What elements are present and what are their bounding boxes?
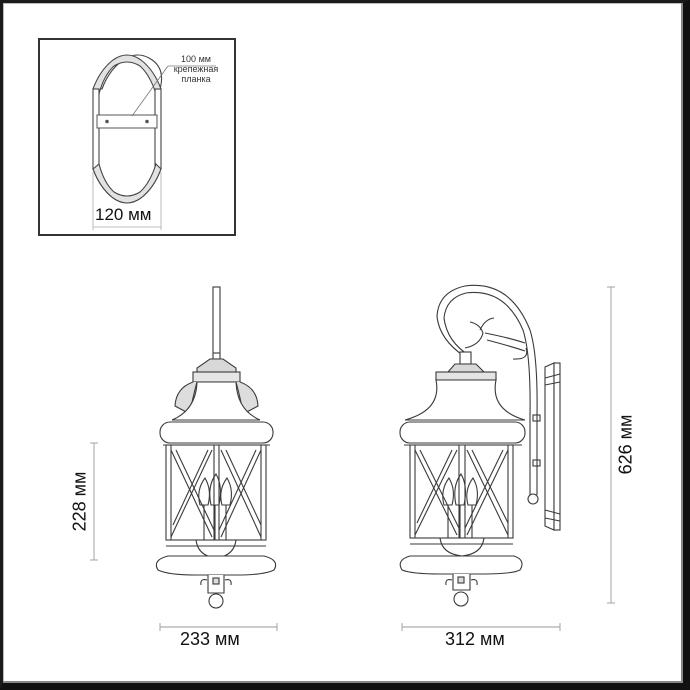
note-line-1: 100 мм xyxy=(181,54,211,64)
side-height-label: 626 мм xyxy=(615,414,636,475)
front-width-label: 233 мм xyxy=(180,629,240,649)
mounting-plate-note: 100 мм крепежная планка xyxy=(168,54,224,84)
note-line-2: крепежная xyxy=(173,64,219,74)
side-dimensions xyxy=(401,286,615,631)
side-view-lantern xyxy=(399,284,561,607)
inset-width-label: 120 мм xyxy=(95,205,152,224)
inset-box xyxy=(38,38,236,236)
note-line-3: планка xyxy=(181,74,211,84)
front-dimensions xyxy=(90,442,278,631)
side-depth-label: 312 мм xyxy=(445,629,505,649)
front-height-label: 228 мм xyxy=(69,471,90,532)
front-view-lantern xyxy=(155,286,277,609)
